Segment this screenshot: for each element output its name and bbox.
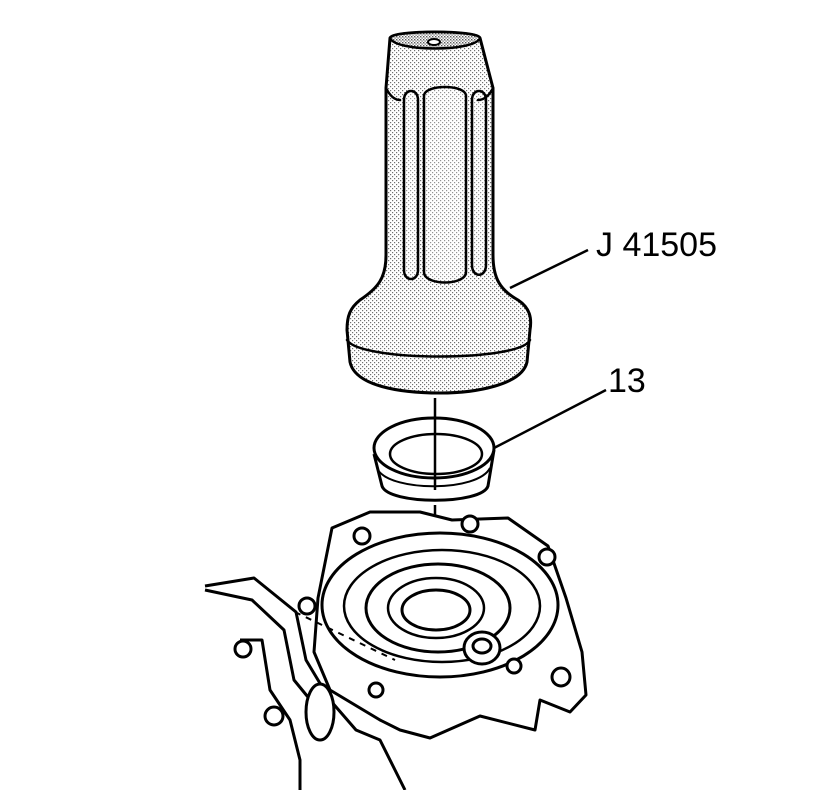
seal-installer-tool-icon xyxy=(345,30,533,395)
tool-leader-line xyxy=(509,248,589,290)
tool-callout-label: J 41505 xyxy=(596,226,717,264)
tool-callout: J 41505 xyxy=(509,226,717,290)
part-leader-line xyxy=(493,388,607,450)
transfer-case-housing-icon xyxy=(204,510,588,790)
part-callout: 13 xyxy=(493,362,646,450)
part-callout-label: 13 xyxy=(608,362,646,400)
